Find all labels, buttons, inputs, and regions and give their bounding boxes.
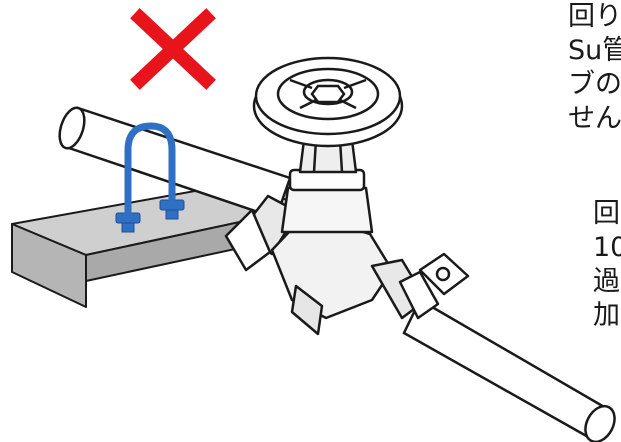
text-line: せん bbox=[568, 103, 621, 134]
text-block-bottom: 回 10 過 加 bbox=[593, 197, 621, 333]
red-x-icon bbox=[130, 8, 216, 90]
u-bolt-clamp-icon bbox=[124, 122, 176, 219]
text-line: 加 bbox=[593, 300, 620, 331]
handwheel bbox=[252, 56, 404, 148]
text-line: 10 bbox=[593, 232, 621, 263]
text-line: Su管 bbox=[568, 35, 621, 66]
text-line: 回り bbox=[568, 1, 621, 32]
text-line: 回 bbox=[593, 198, 620, 229]
text-block-top: 回り Su管 ブの せん bbox=[568, 0, 621, 136]
gate-valve-icon bbox=[224, 138, 470, 336]
text-line: ブの bbox=[568, 69, 621, 100]
text-line: 過 bbox=[593, 266, 620, 297]
support-front-face bbox=[11, 223, 87, 308]
right-pipe bbox=[402, 298, 616, 442]
